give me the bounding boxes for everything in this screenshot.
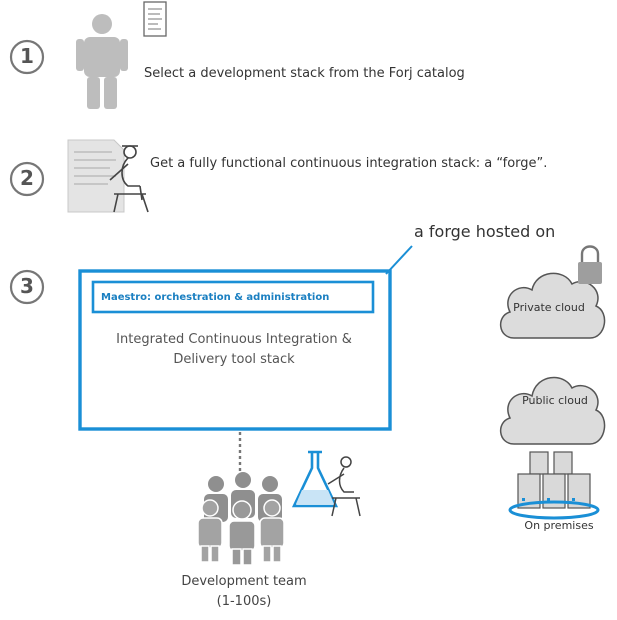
public-cloud-label: Public cloud xyxy=(522,394,588,407)
flask-worker-icon xyxy=(291,450,361,517)
tool-stack-line2: Delivery tool stack xyxy=(173,352,295,367)
development-team-icon xyxy=(197,472,285,566)
on-premises-servers-icon xyxy=(508,451,600,520)
on-premises-label: On premises xyxy=(524,519,594,532)
person-with-catalog-icon xyxy=(76,1,167,109)
step-2-circle xyxy=(9,161,45,197)
team-label-line1: Development team xyxy=(181,574,307,589)
step-3-number: 3 xyxy=(20,274,34,298)
tool-stack-line1: Integrated Continuous Integration & xyxy=(116,332,352,347)
public-cloud-icon xyxy=(500,376,606,445)
step-2-text: Get a fully functional continuous integr… xyxy=(150,156,548,171)
step-3-circle xyxy=(9,269,45,305)
step-2-number: 2 xyxy=(20,166,34,190)
private-cloud-icon xyxy=(500,245,606,339)
maestro-label: Maestro: orchestration & administration xyxy=(101,292,330,303)
team-connector xyxy=(238,432,242,474)
forge-document-worker-icon xyxy=(67,139,149,213)
step-1-text: Select a development stack from the Forj… xyxy=(144,66,465,81)
hosted-on-callout: a forge hosted on xyxy=(414,222,556,241)
forge-box xyxy=(78,269,392,431)
step-1-circle xyxy=(9,39,45,75)
step-1-number: 1 xyxy=(20,44,34,68)
team-label-line2: (1-100s) xyxy=(216,594,272,609)
private-cloud-label: Private cloud xyxy=(513,301,585,314)
